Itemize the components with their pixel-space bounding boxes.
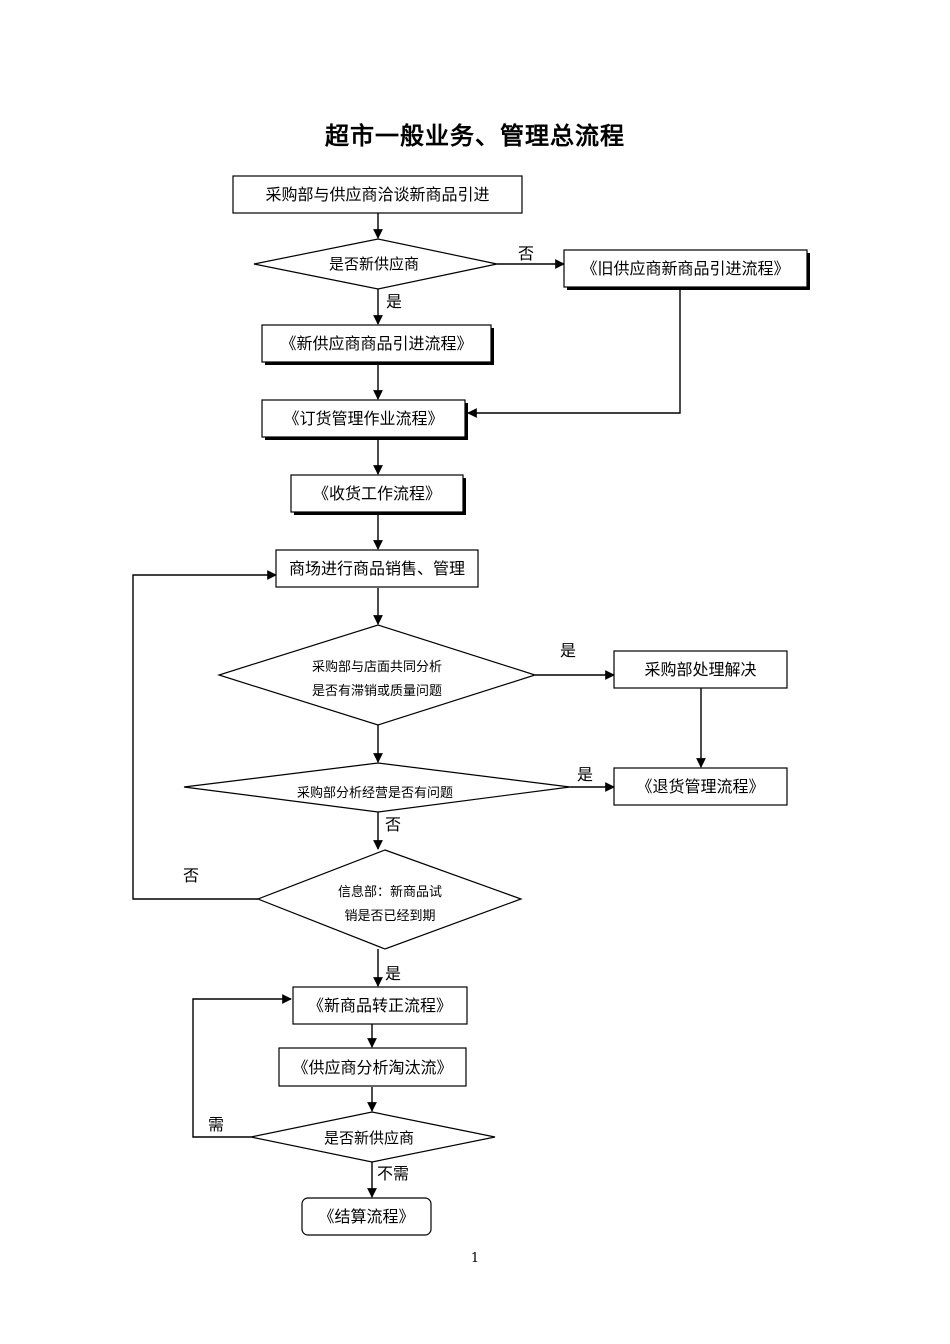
- edge-label-d3-no: 否: [385, 815, 401, 834]
- edge-label-d5-need: 需: [208, 1115, 224, 1134]
- edge-old-n3: [467, 290, 681, 418]
- edge-label-d1-no: 否: [518, 244, 534, 263]
- edge-d4-n5-loop: [132, 570, 277, 900]
- node-ret-label: 《退货管理流程》: [636, 777, 764, 796]
- page-title: 超市一般业务、管理总流程: [325, 122, 625, 150]
- node-old: 《旧供应商新商品引进流程》: [563, 249, 810, 290]
- decision-d4-label-2: 销是否已经到期: [344, 909, 435, 924]
- decision-d5: 是否新供应商: [250, 1111, 496, 1163]
- edge-label-d3-yes: 是: [577, 765, 593, 784]
- node-n1-label: 采购部与供应商洽谈新商品引进: [265, 185, 489, 204]
- node-n3: 《订货管理作业流程》: [261, 399, 468, 440]
- node-n5-label: 商场进行商品销售、管理: [289, 559, 465, 578]
- node-n7-label: 《供应商分析淘汰流》: [292, 1058, 452, 1077]
- edge-label-d4-no: 否: [183, 866, 199, 885]
- connectors: [132, 213, 706, 1198]
- node-n1: 采购部与供应商洽谈新商品引进: [232, 175, 523, 214]
- decision-d1: 是否新供应商: [253, 238, 498, 290]
- decision-d4: 信息部：新商品试 销是否已经到期: [256, 849, 523, 950]
- node-end: 《结算流程》: [301, 1197, 432, 1236]
- decision-d2-label-1: 采购部与店面共同分析: [312, 659, 442, 675]
- node-n6: 《新商品转正流程》: [292, 986, 468, 1025]
- node-n4-label: 《收货工作流程》: [313, 484, 441, 503]
- node-n5: 商场进行商品销售、管理: [275, 549, 479, 588]
- edge-label-d4-yes: 是: [385, 964, 401, 983]
- decision-d2-label-2: 是否有滞销或质量问题: [312, 684, 442, 699]
- edge-label-d5-noneed: 不需: [377, 1164, 409, 1183]
- decision-d3-label: 采购部分析经营是否有问题: [297, 785, 453, 801]
- node-n7: 《供应商分析淘汰流》: [278, 1047, 467, 1087]
- node-p1-label: 采购部处理解决: [644, 660, 756, 679]
- node-n2-label: 《新供应商商品引进流程》: [280, 334, 472, 353]
- node-n3-label: 《订货管理作业流程》: [283, 409, 443, 428]
- edge-d5-n6-loop: [192, 994, 292, 1138]
- node-n2: 《新供应商商品引进流程》: [261, 324, 494, 365]
- node-p1: 采购部处理解决: [613, 650, 788, 689]
- decision-d5-label: 是否新供应商: [324, 1129, 414, 1147]
- decision-d4-label-1: 信息部：新商品试: [338, 884, 442, 900]
- node-ret: 《退货管理流程》: [613, 767, 788, 806]
- page-number: 1: [470, 1251, 480, 1266]
- decision-d1-label: 是否新供应商: [329, 255, 419, 273]
- node-end-label: 《结算流程》: [318, 1207, 414, 1226]
- decision-d3: 采购部分析经营是否有问题: [183, 762, 571, 813]
- decision-d2: 采购部与店面共同分析 是否有滞销或质量问题: [216, 624, 537, 726]
- edge-label-d2-yes: 是: [560, 641, 576, 660]
- node-n6-label: 《新商品转正流程》: [308, 996, 452, 1015]
- node-old-label: 《旧供应商新商品引进流程》: [581, 259, 789, 278]
- node-n4: 《收货工作流程》: [290, 474, 466, 515]
- edge-label-d1-yes: 是: [386, 292, 402, 311]
